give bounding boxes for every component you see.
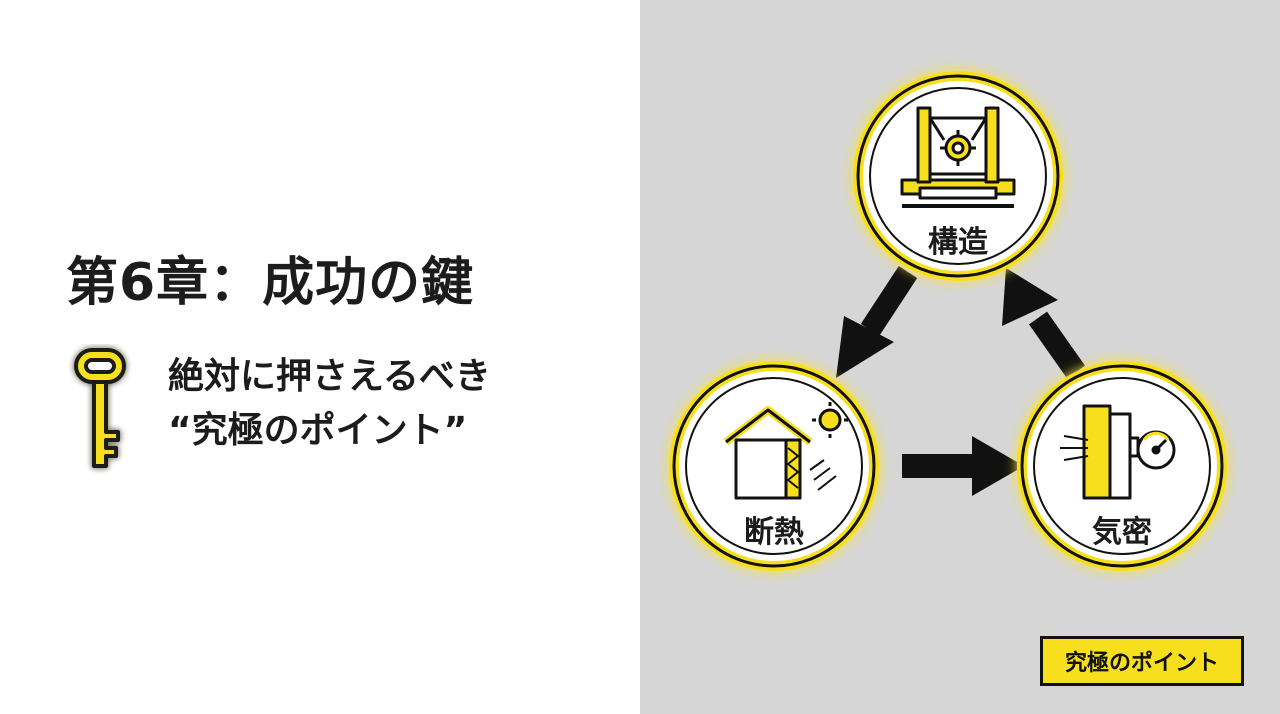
key-icon [74,348,126,468]
node-insulation: 断熱 [669,361,879,571]
node-label-insulation: 断熱 [744,515,804,550]
building-frame-gear-icon [900,106,1016,208]
door-airflow-gauge-icon [1060,404,1176,500]
node-label-airtight: 気密 [1092,515,1152,550]
node-label-structure: 構造 [928,225,988,260]
subtitle-line-2: “究極のポイント” [168,410,468,451]
subtitle-line-1: 絶対に押さえるべき [168,356,491,397]
right-panel: 構造 断熱 [640,0,1280,714]
subtitle: 絶対に押さえるべき “究極のポイント” [168,350,628,458]
left-panel: 第6章：成功の鍵 絶対に押さえるべき “究極のポイント” [66,253,628,468]
arrow-airtight-to-structure [1002,268,1085,379]
cycle-diagram: 構造 断熱 [669,71,1227,571]
arrow-insulation-to-airtight [902,436,1024,496]
arrow-structure-to-insulation [836,265,918,378]
ultimate-point-badge: 究極のポイント [1040,636,1244,686]
node-airtight: 気密 [1017,361,1227,571]
page-title: 第6章：成功の鍵 [66,253,475,313]
node-structure: 構造 [853,71,1063,281]
house-insulation-sun-icon [723,402,848,500]
